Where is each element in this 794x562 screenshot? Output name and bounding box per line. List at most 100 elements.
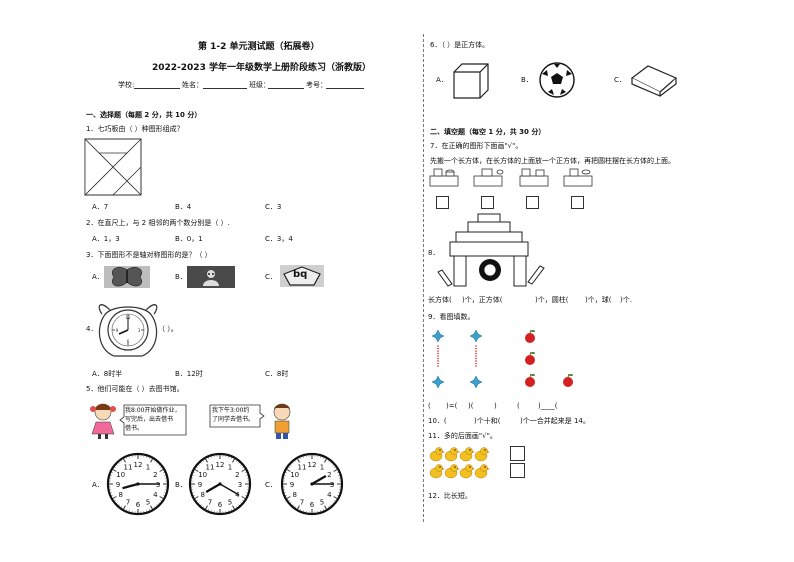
page-title: 第 1-2 单元测试题（拓展卷） [198,42,320,52]
q2-option-a[interactable]: A．1，3 [92,235,120,243]
q2-option-c[interactable]: C．3，4 [265,235,293,243]
pentagon-pq-icon [280,265,324,287]
chick-icon [444,464,460,479]
q7-answer-box-1[interactable] [436,196,449,209]
chick-icon [444,447,460,462]
q8-line-part1: 长方体( [428,296,452,304]
svg-text:2: 2 [235,471,239,479]
clock-a-label[interactable]: A． [92,481,104,489]
q6-option-c[interactable]: C． [614,76,626,84]
svg-text:7: 7 [126,498,130,506]
svg-text:10: 10 [116,471,125,479]
svg-text:3: 3 [330,481,334,489]
q11-answer-box-2[interactable] [510,463,525,478]
q9-eq-5: ( [517,402,520,410]
q3-option-c[interactable]: C． [265,273,277,281]
q7-stack-1 [429,168,459,187]
q11-chicks-figure [429,447,490,479]
q7-stack-4 [563,168,593,187]
star-icon [431,329,445,343]
svg-text:12: 12 [216,461,225,469]
speech-bubble-left [119,404,187,436]
field-school-blank[interactable] [134,88,180,89]
q9-eq-6: )____( [538,402,558,410]
field-exam-number: 考号： [306,81,327,89]
q4-option-c[interactable]: C．8时 [265,370,289,378]
q1-option-b[interactable]: B．4 [175,203,192,211]
q9-eq-4: ) [494,402,497,410]
svg-text:2: 2 [327,471,331,479]
pq-letters: bq [293,269,308,280]
svg-text:3: 3 [138,328,141,333]
chick-icon [429,447,445,462]
svg-text:1: 1 [320,464,324,472]
q8-line-part5: )个. [620,296,632,304]
field-exam-number-blank[interactable] [326,88,364,89]
q6-option-b[interactable]: B． [521,76,533,84]
q4-option-b[interactable]: B．12时 [175,370,203,378]
svg-text:4: 4 [327,491,332,499]
q3-text: 3．下面图形不是轴对称图形的是？（ ） [86,251,212,259]
speech-bubble-right [209,404,265,428]
q7-instruction: 先搬一个长方体，在长方体的上面放一个正方体，再把圆柱摆在长方体的上面。 [430,157,675,165]
q7-answer-box-2[interactable] [481,196,494,209]
q3-option-b[interactable]: B． [175,273,187,281]
svg-text:6: 6 [310,501,315,509]
q9-eq-2: )=( [446,402,458,410]
column-divider [423,34,424,522]
field-name-blank[interactable] [203,88,247,89]
q11-text: 11．多的后面画"√"。 [428,432,497,440]
star-icon [469,375,483,389]
q9-eq-3: )( [468,402,474,410]
q4-text: （ ）。 [158,325,178,333]
q1-text: 1．七巧板由（ ）种图形组成？ [86,125,184,133]
q11-answer-box-1[interactable] [510,446,525,461]
field-school: 学校: [118,81,135,89]
svg-text:10: 10 [290,471,299,479]
svg-text:11: 11 [124,464,133,472]
q10-part1: 10．( [428,417,447,425]
svg-text:11: 11 [206,464,215,472]
apple-icon [525,351,535,365]
q6-option-a[interactable]: A． [436,76,448,84]
speech-right-line1: 我下午3:00约 [212,407,250,414]
section1-heading: 一、选择题（每题 2 分，共 10 分） [86,111,202,119]
svg-text:6: 6 [127,339,130,344]
speech-right-line2: 了同学去借书。 [212,416,255,423]
q7-stack-3 [519,168,549,187]
q8-number: 8． [428,249,440,257]
clock-b-label[interactable]: B． [175,481,187,489]
butterfly-icon [104,266,150,288]
svg-text:8: 8 [292,491,296,499]
q4-number: 4． [86,325,98,333]
q5-text: 5．他们可能在（ ）去图书馆。 [86,385,184,393]
field-class-blank[interactable] [268,88,304,89]
svg-text:1: 1 [228,464,232,472]
q10-part3: )个一合并起来是 14。 [520,417,590,425]
q2-option-b[interactable]: B．0，1 [175,235,203,243]
svg-text:1: 1 [146,464,150,472]
q7-answer-box-4[interactable] [571,196,584,209]
svg-text:4: 4 [153,491,158,499]
q9-text: 9．看图填数。 [428,313,475,321]
field-name: 姓名： [182,81,203,89]
q7-text: 7．在正确的图形下面画"√"。 [430,142,523,150]
svg-text:8: 8 [200,491,204,499]
q2-text: 2．在直尺上，与 2 相邻的两个数分别是（ ）. [86,219,230,227]
q7-answer-box-3[interactable] [526,196,539,209]
clock-c-label[interactable]: C． [265,481,277,489]
star-icon [469,329,483,343]
q8-line-part4: )个，球( [585,296,612,304]
tangram-figure [84,138,142,196]
q4-option-a[interactable]: A．8时半 [92,370,123,378]
q8-building-figure [437,213,545,287]
svg-text:3: 3 [238,481,242,489]
q1-option-c[interactable]: C．3 [265,203,282,211]
q1-option-a[interactable]: A．7 [92,203,109,211]
field-class: 班级： [249,81,270,89]
q9-eq-1: ( [428,402,431,410]
q3-option-a[interactable]: A． [92,273,104,281]
